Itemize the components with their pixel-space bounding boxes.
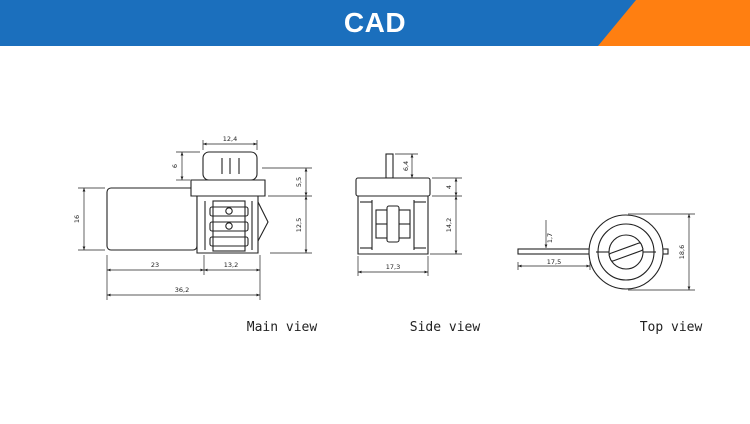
main-dim-cap-height: 6 bbox=[171, 164, 179, 168]
main-dim-upper-right: 5,5 bbox=[295, 177, 303, 187]
top-view bbox=[517, 214, 669, 290]
page-title: CAD bbox=[343, 7, 407, 38]
main-dim-bottom-right: 13,2 bbox=[224, 261, 238, 269]
banner-accent-stripe bbox=[598, 0, 750, 46]
top-view-caption: Top view bbox=[640, 320, 703, 335]
side-dim-upper-right: 4 bbox=[445, 185, 453, 189]
top-dim-height: 18,6 bbox=[678, 245, 686, 259]
side-view bbox=[355, 153, 431, 255]
main-view-dimensions bbox=[78, 140, 312, 300]
main-dim-lower-right: 12,5 bbox=[295, 218, 303, 232]
side-view-caption: Side view bbox=[410, 320, 481, 335]
side-view-dimensions bbox=[357, 153, 462, 276]
main-dim-left-height: 16 bbox=[73, 215, 81, 223]
side-dim-lower-right: 14,2 bbox=[445, 218, 453, 232]
main-view bbox=[106, 151, 269, 254]
main-dim-overall: 36,2 bbox=[175, 286, 189, 294]
side-dim-pin-height: 6,4 bbox=[402, 161, 410, 171]
cad-drawing: 12,4 6 16 5,5 12,5 23 13,2 36,2 Main vie… bbox=[73, 135, 703, 335]
top-dim-wire: 1,7 bbox=[546, 233, 554, 243]
main-dim-bottom-left: 23 bbox=[151, 261, 159, 269]
main-dim-top-width: 12,4 bbox=[223, 135, 237, 143]
top-view-dimensions bbox=[517, 213, 695, 291]
top-dim-length: 17,5 bbox=[547, 258, 561, 266]
main-view-caption: Main view bbox=[247, 320, 318, 335]
side-dim-width: 17,3 bbox=[386, 263, 400, 271]
header-banner: CAD bbox=[0, 0, 750, 46]
